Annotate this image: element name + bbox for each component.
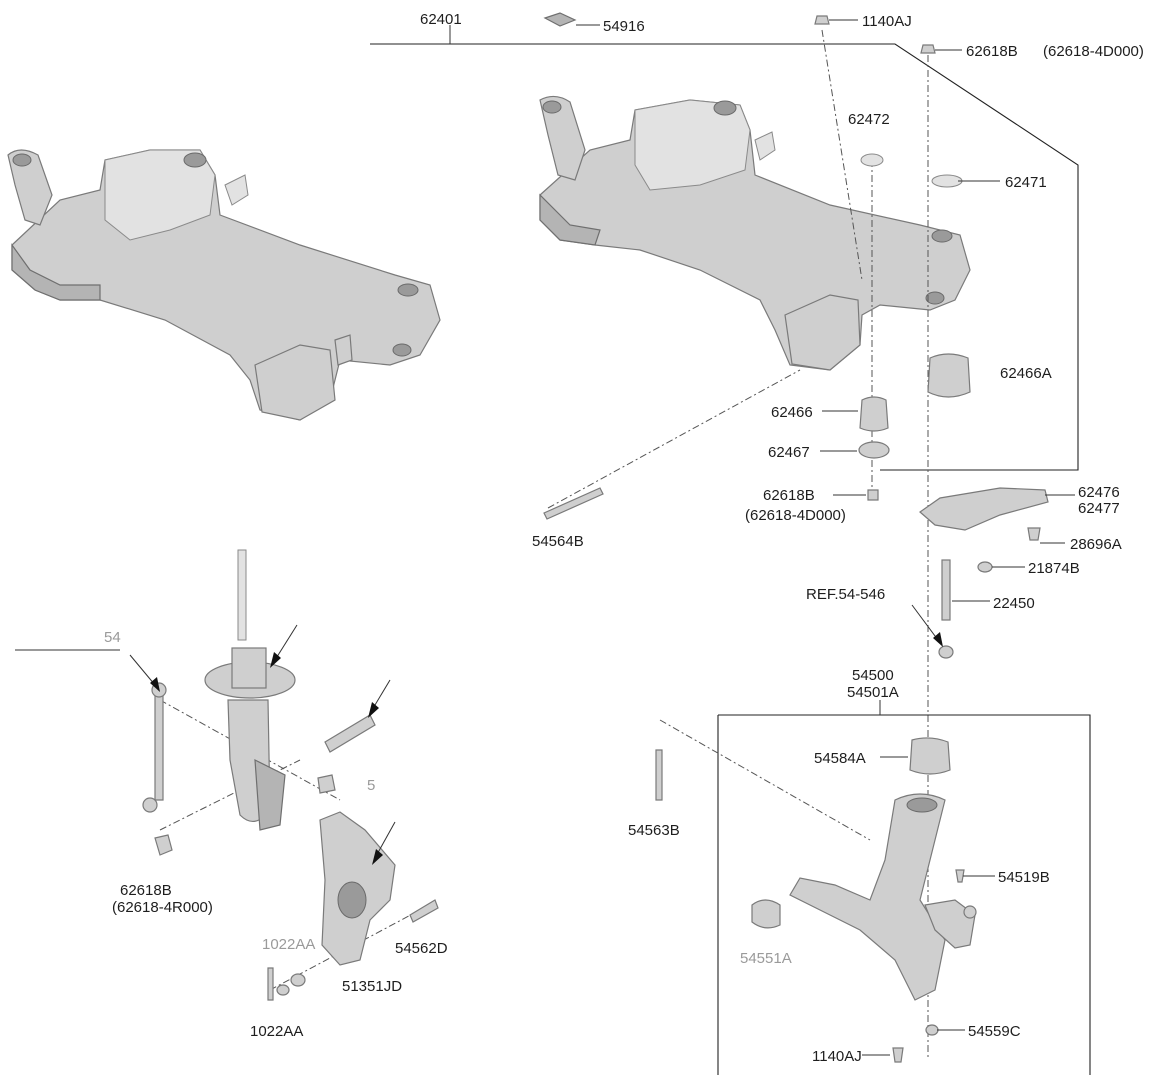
label-62466: 62466 — [771, 404, 813, 421]
part-number-labels: 62401 54916 1140AJ 62618B (62618-4D000) … — [104, 11, 1144, 1065]
nut-62618b-left-icon — [154, 834, 173, 856]
label-62618b-left: 62618B — [120, 882, 172, 899]
label-54559c: 54559C — [968, 1023, 1021, 1040]
label-62466a: 62466A — [1000, 365, 1052, 382]
washer-62471-icon — [931, 174, 963, 188]
label-1022aa-top: 1022AA — [262, 936, 315, 953]
nut-strut-icon — [317, 774, 336, 794]
label-22450: 22450 — [993, 595, 1035, 612]
bolt-1140aj-bot-icon — [892, 1047, 904, 1063]
nut-54559c-icon — [925, 1024, 939, 1036]
subframe-assembled-illustration — [7, 149, 441, 421]
stabilizer-link-icon — [154, 689, 164, 801]
nut-21874b-icon — [977, 561, 993, 573]
washer-knuckle-icon — [290, 973, 306, 987]
label-62618-4d000-mid: (62618-4D000) — [745, 507, 846, 524]
label-62476: 62476 — [1078, 484, 1120, 501]
bolt-54563b-icon — [655, 749, 663, 801]
lower-control-arm-illustration — [655, 737, 977, 1063]
callout-arrows — [129, 604, 943, 865]
label-54564b: 54564B — [532, 533, 584, 550]
label-62618-4r000: (62618-4R000) — [112, 899, 213, 916]
strut-rod-icon — [237, 549, 247, 641]
clip-54916-icon — [543, 12, 577, 27]
label-62618b-top: 62618B — [966, 43, 1018, 60]
label-54519b: 54519B — [998, 869, 1050, 886]
label-62401: 62401 — [420, 11, 462, 28]
label-54584a: 54584A — [814, 750, 866, 767]
label-54-left: 54 — [104, 629, 121, 646]
bolt-strut-icon — [324, 714, 376, 753]
label-54563b: 54563B — [628, 822, 680, 839]
label-54501a: 54501A — [847, 684, 899, 701]
bolt-28696a-icon — [1027, 527, 1041, 541]
label-62467: 62467 — [768, 444, 810, 461]
label-54562d: 54562D — [395, 940, 448, 957]
label-ref-54546: REF.54-546 — [806, 586, 885, 603]
label-62618b-mid: 62618B — [763, 487, 815, 504]
nut-ref-icon — [938, 645, 954, 659]
label-54500: 54500 — [852, 667, 894, 684]
bolt-22450-icon — [941, 559, 951, 621]
plate-62467-icon — [858, 441, 890, 459]
bolt-54562d-icon — [409, 899, 439, 923]
nut-62618b-mid-icon — [867, 489, 879, 501]
bolt-54519b-icon — [955, 869, 965, 883]
strut-knuckle-illustration — [142, 549, 439, 1001]
label-1022aa: 1022AA — [250, 1023, 303, 1040]
label-1140aj-top: 1140AJ — [862, 13, 912, 30]
subframe-exploded-illustration — [539, 95, 971, 371]
label-21874b: 21874B — [1028, 560, 1080, 577]
bushing-62466a-icon — [927, 353, 971, 398]
bushing-54551a-icon — [751, 899, 781, 929]
label-54916: 54916 — [603, 18, 645, 35]
bolt-54564b-icon — [543, 487, 604, 520]
label-62477: 62477 — [1078, 500, 1120, 517]
hardware-parts-stack — [543, 12, 1049, 659]
bolt-1022aa-icon — [267, 967, 274, 1001]
nut-62618b-icon — [920, 44, 936, 54]
label-51351jd: 51351JD — [342, 978, 402, 995]
label-62472: 62472 — [848, 111, 890, 128]
label-5-nut: 5 — [367, 777, 375, 794]
label-62618-4d000-top: (62618-4D000) — [1043, 43, 1144, 60]
bushing-62466-icon — [859, 396, 889, 432]
washer-62472-icon — [860, 153, 884, 167]
label-1140aj-bot: 1140AJ — [812, 1048, 862, 1065]
bushing-54584a-icon — [909, 737, 951, 775]
label-62471: 62471 — [1005, 174, 1047, 191]
leader-lines — [576, 19, 1075, 1056]
bracket-62476-icon — [919, 487, 1049, 531]
control-arm-54500-icon — [789, 793, 946, 1001]
nut-knuckle-icon — [276, 984, 290, 996]
ball-joint-icon — [924, 899, 976, 949]
label-54551a: 54551A — [740, 950, 792, 967]
label-28696a: 28696A — [1070, 536, 1122, 553]
bolt-1140aj-icon — [814, 15, 830, 25]
